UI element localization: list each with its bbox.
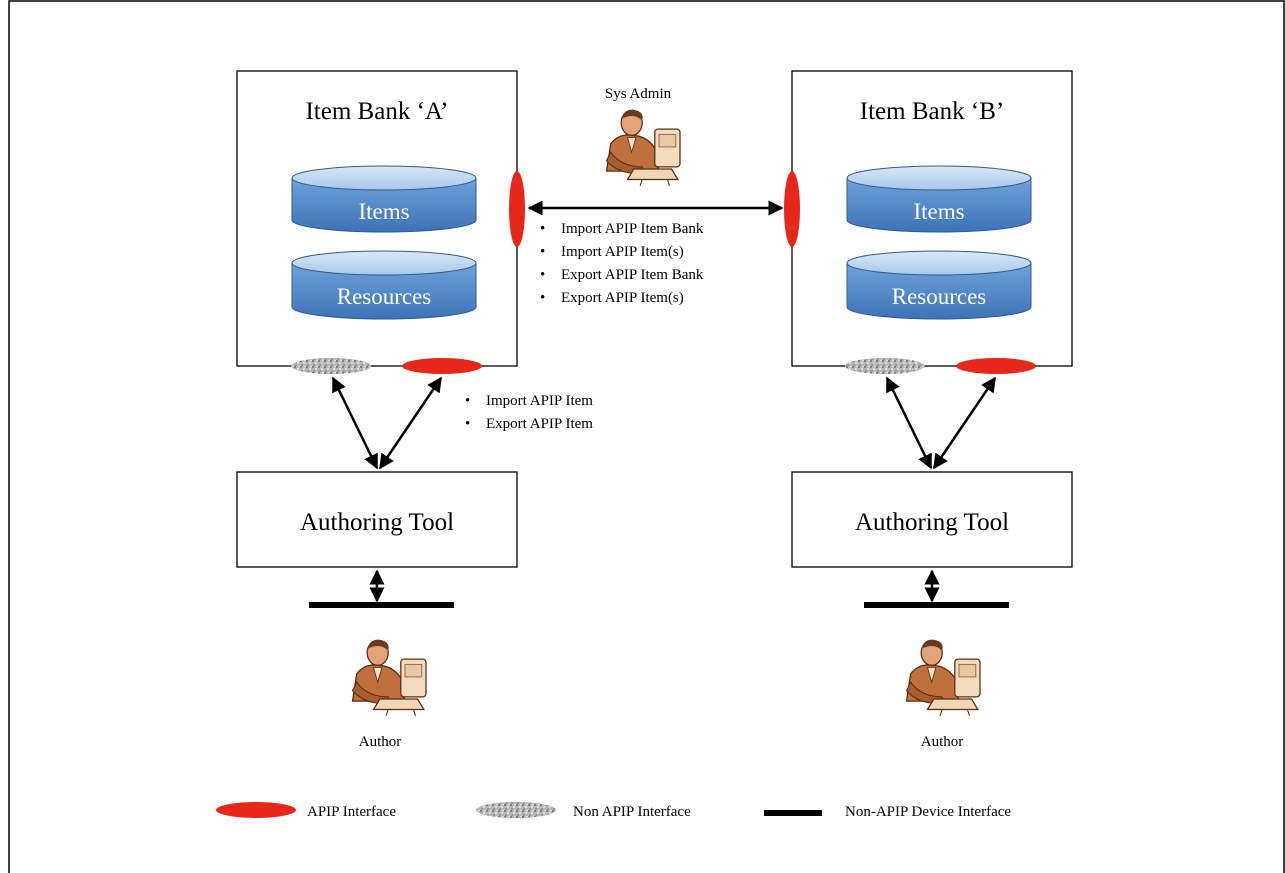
exchange-bullet-3: Export APIP Item Bank xyxy=(561,267,704,283)
authoring-tool-a-label: Authoring Tool xyxy=(300,509,454,536)
apip-interface-b-side xyxy=(784,171,800,247)
apip-interface-b-bottom xyxy=(956,358,1036,374)
item-bank-b-title: Item Bank ‘B’ xyxy=(860,98,1004,125)
page-frame xyxy=(8,0,1285,873)
authoring-tool-b-label: Authoring Tool xyxy=(855,509,1009,536)
author-a-icon xyxy=(351,639,427,717)
exchange-bullet-dot: • xyxy=(540,267,545,283)
items-label-b: Items xyxy=(913,199,964,224)
arrow-apip-to-tool-b xyxy=(932,376,997,470)
exchange-bullet-4: Export APIP Item(s) xyxy=(561,290,684,306)
author-a-label: Author xyxy=(359,734,402,750)
legend-apip-swatch xyxy=(216,802,296,818)
legend-non-apip-label: Non APIP Interface xyxy=(573,804,691,820)
resources-cylinder-b: Resources xyxy=(846,250,1032,320)
item-bank-a-title: Item Bank ‘A’ xyxy=(305,98,448,125)
legend-device-swatch xyxy=(764,810,822,816)
item-bank-a: Item Bank ‘A’ Items Resources xyxy=(236,70,525,374)
authoring-bullet-2: Export APIP Item xyxy=(486,416,593,432)
authoring-bullet-list: • Import APIP Item • Export APIP Item xyxy=(465,393,593,432)
items-cylinder-a: Items xyxy=(291,165,477,233)
authoring-tool-a-box xyxy=(236,471,518,568)
items-cylinder-b: Items xyxy=(846,165,1032,233)
exchange-bullet-dot: • xyxy=(540,221,545,237)
resources-cylinder-a: Resources xyxy=(291,250,477,320)
device-interface-a xyxy=(309,602,454,608)
author-b-icon xyxy=(905,639,981,717)
legend-device-label: Non-APIP Device Interface xyxy=(845,804,1011,820)
apip-interface-a-side xyxy=(509,171,525,247)
authoring-bullet-dot: • xyxy=(465,393,470,409)
sys-admin-label: Sys Admin xyxy=(605,86,672,102)
exchange-bullet-2: Import APIP Item(s) xyxy=(561,244,684,260)
legend-apip-label: APIP Interface xyxy=(307,804,396,820)
authoring-tool-b-box xyxy=(791,471,1073,568)
authoring-bullet-1: Import APIP Item xyxy=(486,393,593,409)
non-apip-interface-b xyxy=(845,358,925,374)
items-label-a: Items xyxy=(358,199,409,224)
exchange-bullet-dot: • xyxy=(540,290,545,306)
exchange-bullet-1: Import APIP Item Bank xyxy=(561,221,704,237)
arrow-apip-to-tool-a xyxy=(378,376,443,470)
apip-interface-a-bottom xyxy=(402,358,482,374)
exchange-bullet-dot: • xyxy=(540,244,545,260)
resources-label-a: Resources xyxy=(337,284,432,309)
arrow-non-apip-to-tool-b xyxy=(885,376,933,470)
item-bank-b: Item Bank ‘B’ Items Resources xyxy=(784,70,1073,374)
exchange-bullet-list: • Import APIP Item Bank • Import APIP It… xyxy=(540,221,704,306)
resources-label-b: Resources xyxy=(892,284,987,309)
non-apip-interface-a xyxy=(291,358,371,374)
sys-admin-icon xyxy=(605,109,681,187)
legend-non-apip-swatch xyxy=(476,802,556,818)
arrow-non-apip-to-tool-a xyxy=(331,376,379,470)
device-interface-b xyxy=(864,602,1009,608)
authoring-bullet-dot: • xyxy=(465,416,470,432)
author-b-label: Author xyxy=(921,734,964,750)
legend: APIP Interface Non APIP Interface Non-AP… xyxy=(216,802,1011,820)
